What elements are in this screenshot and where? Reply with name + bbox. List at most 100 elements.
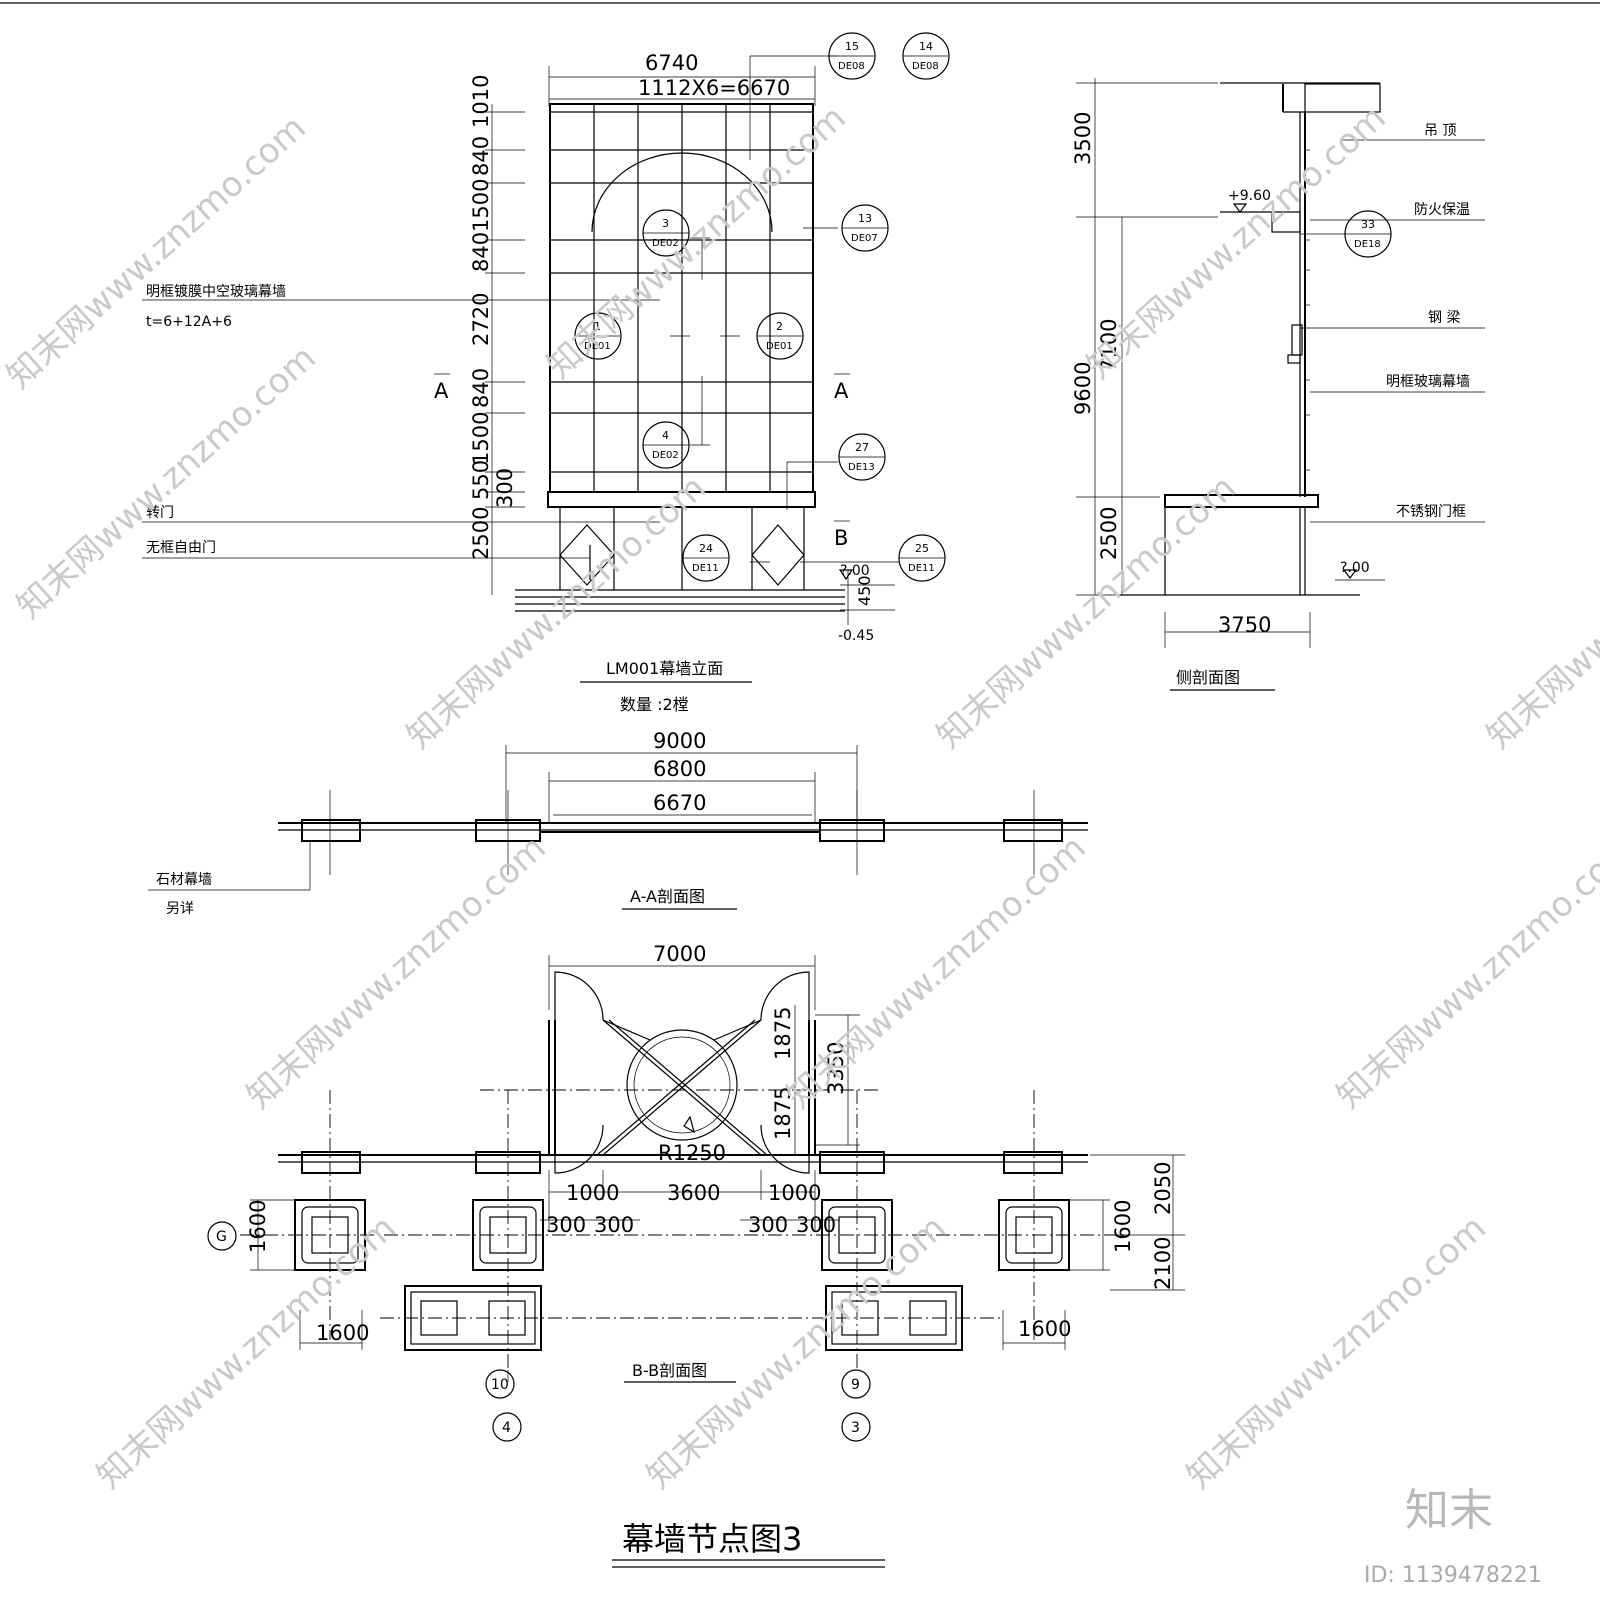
elev-vdim-840c: 840 xyxy=(469,368,493,408)
svg-text:13: 13 xyxy=(858,212,872,225)
callout-4: 4 DE02 xyxy=(642,421,690,469)
callout-13: 13 DE07 xyxy=(841,204,889,252)
elev-section-a-right: A xyxy=(834,379,849,403)
elev-note-glass-spec: t=6+12A+6 xyxy=(146,314,232,330)
svg-text:知末网www.znzmo.com: 知末网www.znzmo.com xyxy=(929,468,1243,757)
svg-text:3: 3 xyxy=(662,217,669,230)
bb-dim-300c: 300 xyxy=(748,1213,788,1237)
elev-vdim-1500a: 1500 xyxy=(469,179,493,232)
callout-1: 1 DE01 xyxy=(574,312,622,360)
elevation-view: 6740 1112X6=6670 xyxy=(142,32,950,714)
section-bb-view: 7000 R1250 xyxy=(207,942,1185,1442)
callout-27: 27 DE13 xyxy=(838,433,886,481)
elev-section-a-left: A xyxy=(434,379,449,403)
aa-dim-9000: 9000 xyxy=(653,729,706,753)
svg-text:知末网www.znzmo.com: 知末网www.znzmo.com xyxy=(779,828,1093,1117)
callout-33: 33 DE18 xyxy=(1300,210,1392,258)
bb-vdim-2050: 2050 xyxy=(1151,1162,1175,1215)
elev-quantity: 数量 :2樘 xyxy=(620,695,689,714)
sheet-title: 幕墙节点图3 xyxy=(622,1520,802,1558)
callout-25: 25 DE11 xyxy=(898,534,946,582)
grid-bubble-3: 3 xyxy=(841,1412,871,1442)
svg-text:DE02: DE02 xyxy=(652,238,679,249)
svg-text:15: 15 xyxy=(845,40,859,53)
svg-text:1: 1 xyxy=(594,320,601,333)
svg-text:27: 27 xyxy=(855,441,869,454)
svg-text:G: G xyxy=(216,1229,227,1245)
side-vdim-9600: 9600 xyxy=(1071,362,1095,415)
aa-title: A-A剖面图 xyxy=(630,887,705,906)
side-section-view: 3500 9600 7100 2500 +9.60 ?.00 3750 吊 顶 … xyxy=(1071,78,1485,691)
elev-vdim-840b: 840 xyxy=(469,232,493,272)
svg-text:DE02: DE02 xyxy=(652,450,679,461)
bb-vdim-3350: 3350 xyxy=(824,1042,848,1095)
bb-vdim-left-1600: 1600 xyxy=(246,1200,270,1253)
svg-text:14: 14 xyxy=(919,40,933,53)
side-level-top: +9.60 xyxy=(1228,188,1271,204)
elev-dim-modules: 1112X6=6670 xyxy=(638,76,790,100)
bb-dim-3600: 3600 xyxy=(667,1181,720,1205)
bb-vdim-1875a: 1875 xyxy=(771,1007,795,1060)
callout-3: 3 DE02 xyxy=(642,209,690,257)
elev-vdim-550: 550 xyxy=(469,460,493,500)
side-title: 侧剖面图 xyxy=(1176,668,1240,687)
elev-vdim-2720: 2720 xyxy=(469,293,493,346)
elev-vdim-2500: 2500 xyxy=(469,507,493,560)
elev-arch xyxy=(591,152,773,233)
bb-vdim-2100: 2100 xyxy=(1151,1237,1175,1290)
bb-dim-bottom-right: 1600 xyxy=(1018,1317,1071,1341)
svg-text:DE18: DE18 xyxy=(1354,239,1381,250)
side-label-door-frame: 不锈钢门框 xyxy=(1396,504,1466,520)
bb-vdim-right-1600: 1600 xyxy=(1111,1200,1135,1253)
bb-dim-300a: 300 xyxy=(546,1213,586,1237)
bb-revolving-door xyxy=(626,1029,738,1141)
side-label-fireproof: 防火保温 xyxy=(1414,202,1470,218)
svg-text:知末网www.znzmo.com: 知末网www.znzmo.com xyxy=(1329,828,1600,1117)
watermark-id: ID: 1139478221 xyxy=(1364,1563,1542,1588)
elev-note-frameless-door: 无框自由门 xyxy=(146,540,216,556)
elev-section-b-right: B xyxy=(834,526,848,550)
svg-text:3: 3 xyxy=(851,1420,860,1436)
watermarks: 知末网www.znzmo.com 知末网www.znzmo.com 知末网www… xyxy=(0,98,1600,1497)
svg-text:DE13: DE13 xyxy=(848,462,875,473)
side-label-ceiling: 吊 顶 xyxy=(1424,123,1456,139)
bb-dim-7000: 7000 xyxy=(653,942,706,966)
side-label-curtain-wall: 明框玻璃幕墙 xyxy=(1386,373,1470,390)
svg-text:DE11: DE11 xyxy=(692,563,719,574)
bb-dim-300b: 300 xyxy=(594,1213,634,1237)
bb-dim-bottom-left: 1600 xyxy=(316,1321,369,1345)
watermark-logo: 知末 xyxy=(1405,1485,1493,1536)
svg-text:知末网www.znzmo.com: 知末网www.znzmo.com xyxy=(1479,468,1600,757)
elev-note-curtain-wall: 明框镀膜中空玻璃幕墙 xyxy=(146,283,286,300)
elev-title: LM001幕墙立面 xyxy=(606,659,723,678)
svg-text:4: 4 xyxy=(662,429,669,442)
svg-text:2: 2 xyxy=(776,320,783,333)
callout-2: 2 DE01 xyxy=(756,312,804,360)
grid-bubble-g: G xyxy=(207,1221,237,1251)
grid-bubble-9: 9 xyxy=(841,1369,871,1399)
svg-text:知末网www.znzmo.com: 知末网www.znzmo.com xyxy=(539,98,853,387)
side-vdim-7100: 7100 xyxy=(1097,319,1121,372)
svg-text:DE08: DE08 xyxy=(838,61,865,72)
bb-radius: R1250 xyxy=(658,1141,726,1165)
svg-text:25: 25 xyxy=(915,542,929,555)
svg-text:DE01: DE01 xyxy=(584,341,611,352)
grid-bubble-4: 4 xyxy=(492,1412,522,1442)
elev-level-zero: ?.00 xyxy=(840,563,870,579)
bb-dim-1000-left: 1000 xyxy=(566,1181,619,1205)
side-label-steel-beam: 钢 梁 xyxy=(1428,310,1460,326)
side-vdim-2500: 2500 xyxy=(1097,507,1121,560)
svg-text:33: 33 xyxy=(1361,218,1375,231)
side-dim-3750: 3750 xyxy=(1218,613,1271,637)
svg-text:DE07: DE07 xyxy=(851,233,878,244)
svg-text:知末网www.znzmo.com: 知末网www.znzmo.com xyxy=(639,1208,953,1497)
bb-vdim-1875b: 1875 xyxy=(771,1087,795,1140)
svg-text:24: 24 xyxy=(699,542,713,555)
elev-note-revolving-door: 转门 xyxy=(146,505,174,521)
elev-dim-450: 450 xyxy=(855,575,874,606)
svg-text:9: 9 xyxy=(851,1377,860,1393)
side-vdim-3500: 3500 xyxy=(1071,112,1095,165)
svg-text:DE11: DE11 xyxy=(908,563,935,574)
grid-bubble-10: 10 xyxy=(485,1369,515,1399)
